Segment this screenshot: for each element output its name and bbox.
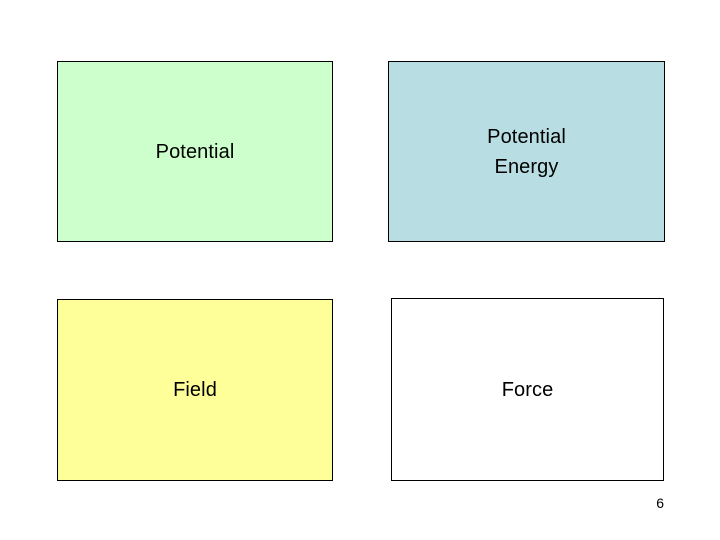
concept-box-potential-label: Potential <box>155 140 235 163</box>
concept-box-field-label: Field <box>173 379 217 401</box>
concept-box-potential[interactable]: Potential <box>57 61 333 242</box>
concept-box-potential-energy-label: Potential Energy <box>487 125 566 178</box>
concept-box-force[interactable]: Force <box>391 298 664 481</box>
concept-box-force-label: Force <box>501 378 554 401</box>
concept-box-field[interactable]: Field <box>57 299 333 481</box>
concept-box-potential-energy[interactable]: Potential Energy <box>388 61 665 242</box>
page-number: 6 <box>656 495 664 511</box>
